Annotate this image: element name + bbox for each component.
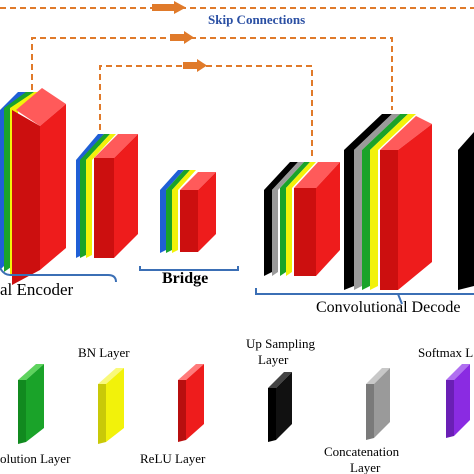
decoder2-red-top xyxy=(380,116,432,150)
skip-arrows xyxy=(152,1,207,72)
decoder-block-1 xyxy=(264,162,340,276)
bridge-red-top xyxy=(180,172,216,190)
skip-arrow-head-1 xyxy=(174,1,186,14)
bridge-section-label: Bridge xyxy=(162,270,208,287)
legend-up-sampling-label-line2: Layer xyxy=(258,352,289,367)
skip-arrow-body-3 xyxy=(183,62,197,69)
legend-concatenation-swatch xyxy=(366,368,390,440)
bridge-brace xyxy=(139,266,239,271)
legend-concatenation-label-line2: Layer xyxy=(350,460,381,474)
legend-softmax-swatch xyxy=(446,364,470,438)
encoder-block-2 xyxy=(76,134,138,258)
skip-arrow-head-3 xyxy=(197,59,207,72)
bridge-red-side xyxy=(198,172,216,252)
bridge-block xyxy=(160,170,216,253)
bridge-yellow-slab xyxy=(172,170,196,253)
encoder-section-label: al Encoder xyxy=(0,280,73,299)
legend-softmax-label: Softmax L xyxy=(418,345,473,360)
decoder1-black-slab xyxy=(264,162,298,276)
skip-connections-label: Skip Connections xyxy=(208,12,305,27)
decoder-section-label: Convolutional Decode xyxy=(316,299,460,316)
encoder2-yellow-slab xyxy=(86,134,116,258)
legend-up-sampling-swatch xyxy=(268,372,292,442)
encoder-block-1 xyxy=(0,88,66,285)
encoder1-red-front xyxy=(12,110,40,285)
encoder2-red-top xyxy=(94,134,138,158)
legend-convolution-label: olution Layer xyxy=(0,451,71,466)
decoder-block-2 xyxy=(344,114,432,290)
decoder1-gray-slab xyxy=(272,162,304,276)
decoder2-yellow-slab xyxy=(370,114,416,290)
decoder1-red-top xyxy=(294,162,340,188)
skip-arrow-body-1 xyxy=(152,4,174,11)
decoder1-red-front xyxy=(294,188,316,276)
decoder2-green-slab xyxy=(362,114,408,290)
encoder1-red-top xyxy=(16,88,66,126)
skip-arrow-body-2 xyxy=(170,34,184,41)
legend-relu-label: ReLU Layer xyxy=(140,451,206,466)
skip-connection-1 xyxy=(31,37,393,130)
legend-relu-swatch xyxy=(178,364,204,442)
legend: BN Layer Up Sampling Layer Softmax L xyxy=(0,336,473,474)
decoder-block-3 xyxy=(458,132,474,290)
decoder1-red-side xyxy=(316,162,340,276)
legend-up-sampling-label-line1: Up Sampling xyxy=(246,336,315,351)
encoder1-red-block xyxy=(12,88,66,285)
encoder2-red-side xyxy=(114,134,138,258)
decoder2-gray-slab xyxy=(354,114,400,290)
decoder2-red-side xyxy=(398,124,432,290)
decoder-brace xyxy=(255,288,474,305)
legend-convolution-swatch xyxy=(18,364,44,444)
decoder1-yellow-slab xyxy=(286,162,316,276)
decoder3-black-slab xyxy=(458,132,474,290)
legend-concatenation-label-line1: Concatenation xyxy=(324,444,400,459)
decoder2-red-front xyxy=(380,150,398,290)
encoder1-red-side xyxy=(40,104,66,270)
encoder2-red-front xyxy=(94,158,114,258)
bridge-red-front xyxy=(180,190,198,252)
decoder2-black-slab xyxy=(344,114,392,290)
encoder-brace xyxy=(0,267,117,283)
skip-arrow-head-2 xyxy=(184,31,194,44)
legend-bn-swatch xyxy=(98,368,124,444)
legend-bn-label: BN Layer xyxy=(78,345,130,360)
